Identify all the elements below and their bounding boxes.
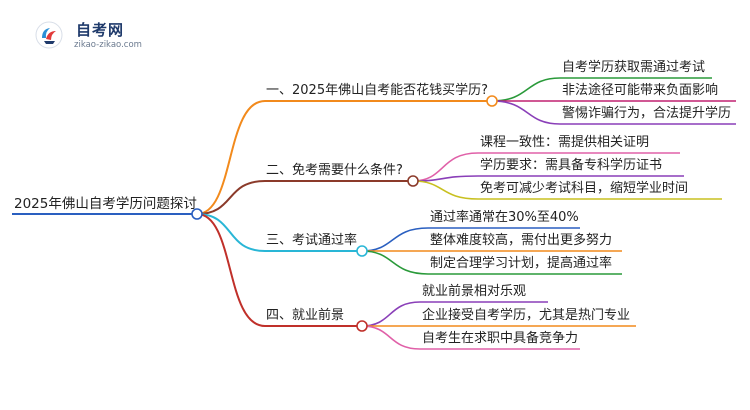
branch-1-node-circle [486,95,498,107]
branch-3-child-2: 整体难度较高，需付出更多努力 [430,233,613,248]
connector-root-branch-4 [196,213,266,327]
connector-b3-c1 [361,227,429,252]
branch-1-child-2: 非法途径可能带来负面影响 [562,83,719,98]
branch-2-child-2: 学历要求：需具备专科学历证书 [480,158,663,173]
branch-1-label: 一、2025年佛山自考能否花钱买学历? [266,83,488,98]
branch-1-child-3: 警惕诈骗行为，合法提升学历 [562,106,732,121]
branch-2-node-circle [407,175,419,187]
branch-2-child-3: 免考可减少考试科目，缩短学业时间 [480,181,689,196]
branch-3-child-1: 通过率通常在30%至40% [430,210,579,225]
branch-2-label: 二、免考需要什么条件? [266,163,403,178]
branch-3-node-circle [356,245,368,257]
root-node-circle [191,208,203,220]
connector-b2-c2 [412,175,479,182]
connector-b3-c3 [361,250,429,275]
connector-root-branch-3 [196,213,266,252]
branch-4-node-circle [356,320,368,332]
graduation-cap-icon [35,21,63,49]
connector-b4-c1 [361,301,421,327]
branch-1-child-1: 自考学历获取需通过考试 [562,60,706,75]
connector-root-branch-2 [196,180,266,215]
connector-b2-c3 [412,180,479,200]
connector-b1-c1 [491,77,561,102]
logo-title: 自考网 [76,21,125,39]
logo-subtitle: zikao-zikao.com [74,40,142,50]
branch-4-child-1: 就业前景相对乐观 [422,284,527,299]
branch-3-child-3: 制定合理学习计划，提高通过率 [430,256,613,271]
branch-3-label: 三、考试通过率 [266,233,358,248]
branch-4-label: 四、就业前景 [266,308,345,323]
connector-b1-c3 [491,100,561,125]
branch-2-child-1: 课程一致性：需提供相关证明 [480,135,650,150]
root-topic: 2025年佛山自考学历问题探讨 [14,196,197,212]
branch-4-child-3: 自考生在求职中具备竞争力 [422,331,579,346]
site-logo[interactable]: 自考网 zikao-zikao.com [34,18,144,54]
connector-root-branch-1 [196,100,266,215]
connector-b4-c3 [361,325,421,350]
branch-4-child-2: 企业接受自考学历，尤其是热门专业 [422,308,631,323]
